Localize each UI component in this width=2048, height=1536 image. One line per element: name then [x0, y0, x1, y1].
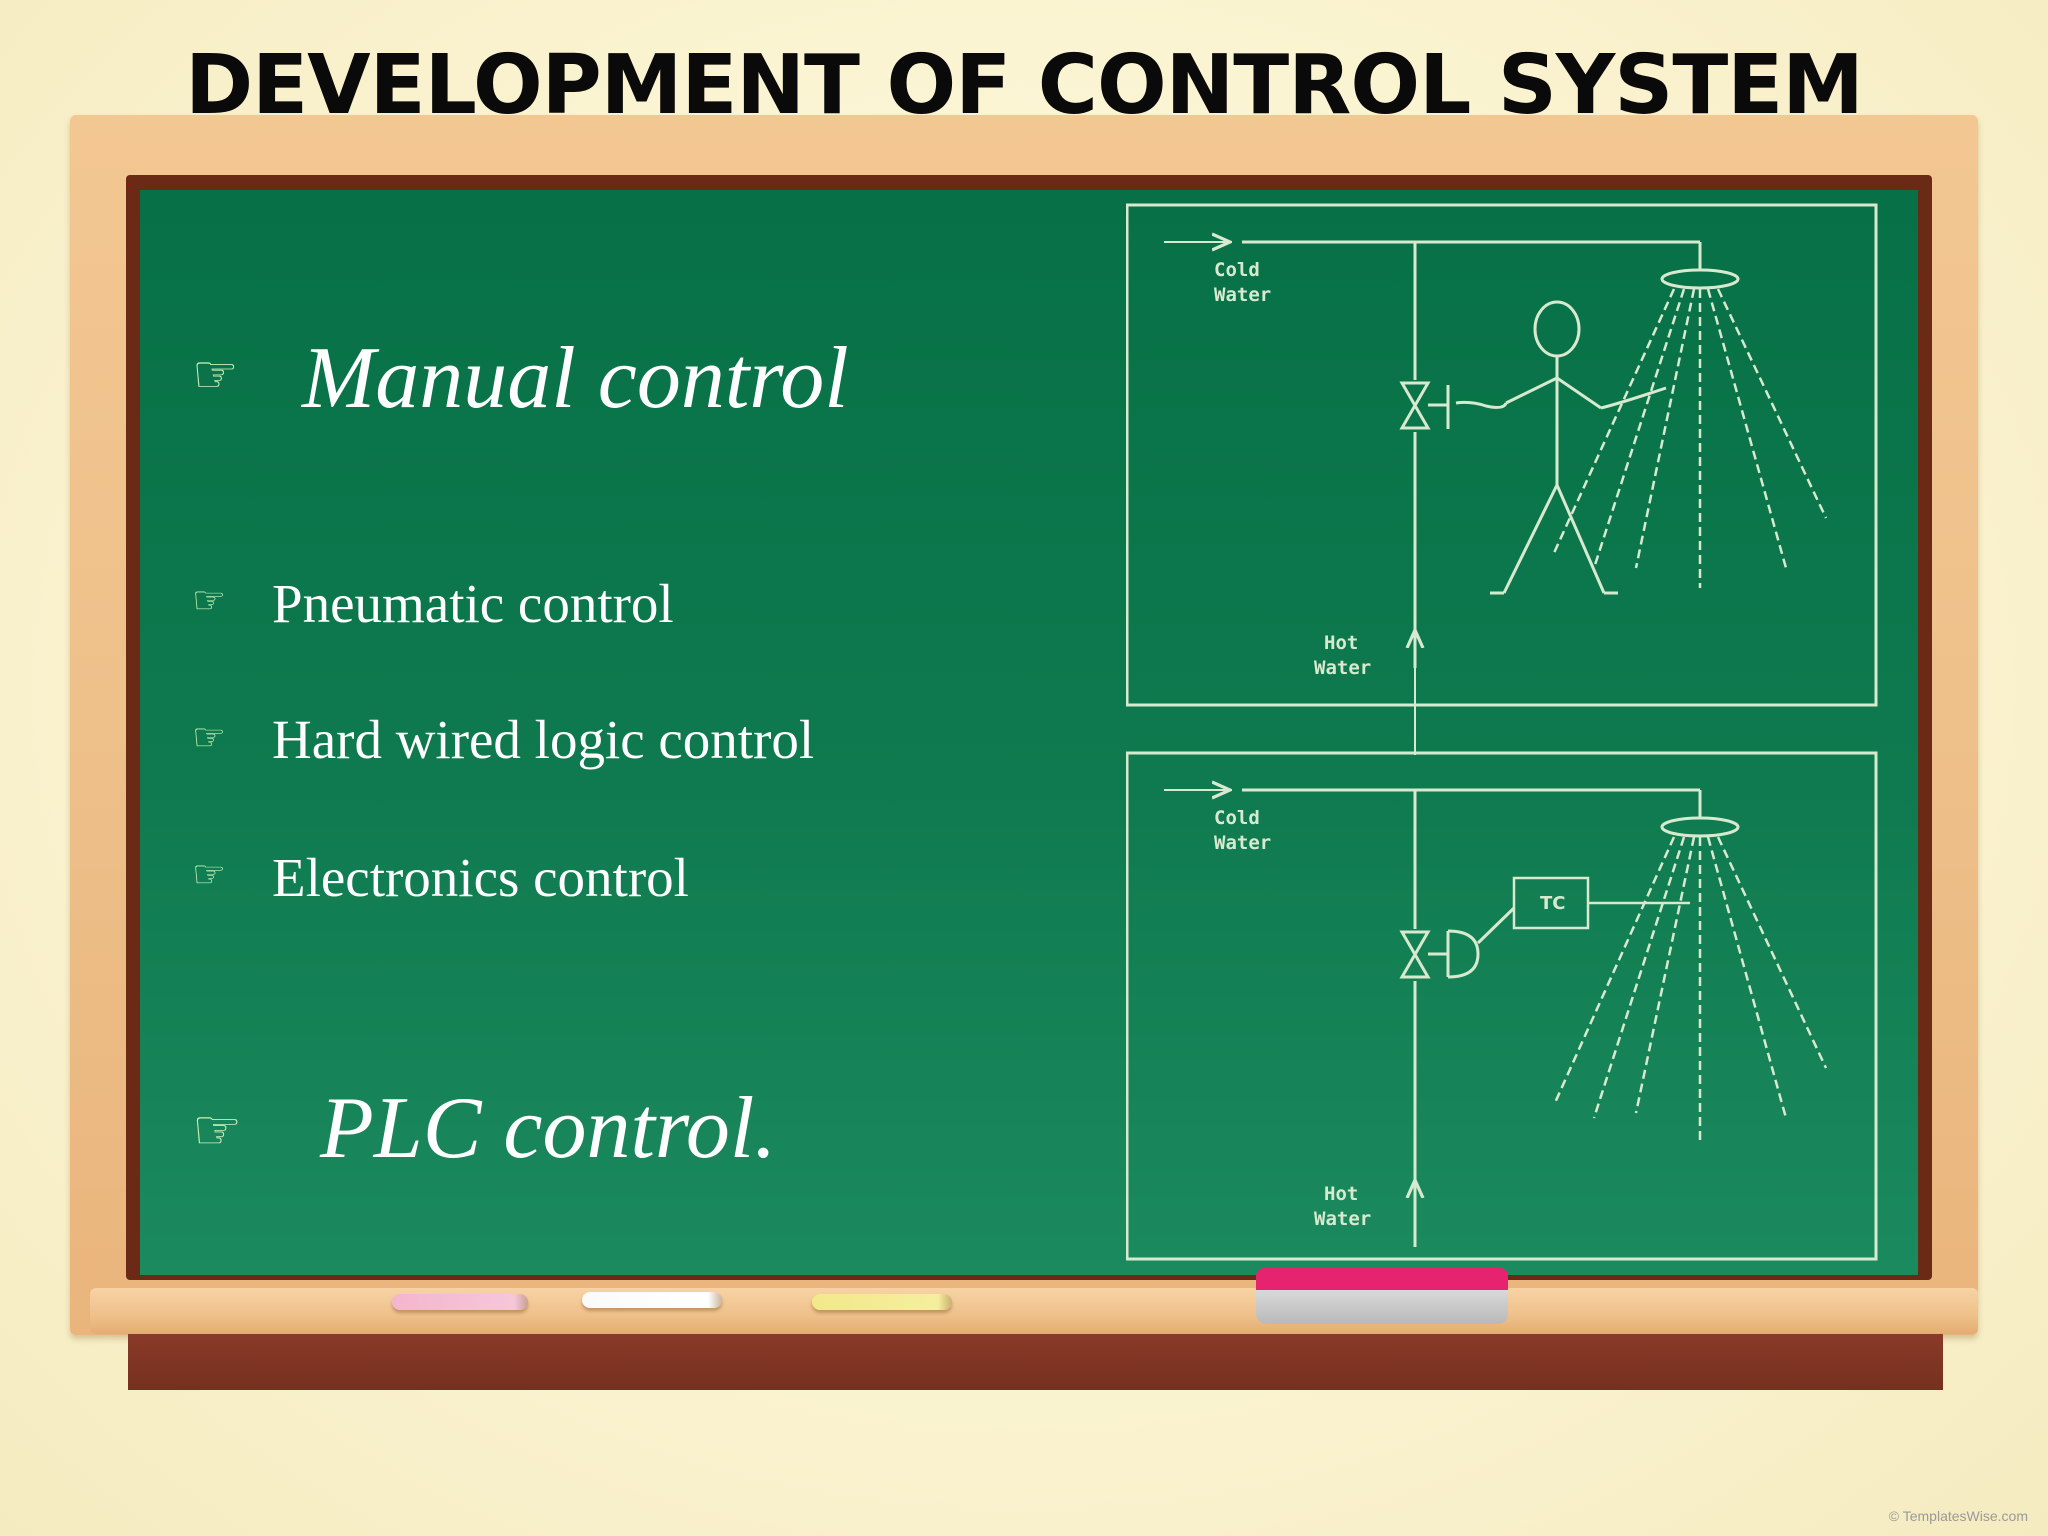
cold-water-label: Water: [1214, 832, 1271, 854]
cold-water-label: Cold: [1214, 259, 1260, 281]
hot-water-label: Water: [1314, 1208, 1371, 1230]
list-item-plc-control: PLC control.: [320, 1080, 777, 1177]
white-chalk: [582, 1292, 722, 1308]
manual-control-diagram: [1126, 203, 1878, 755]
list-item-electronics-control: Electronics control: [272, 847, 689, 908]
eraser: [1256, 1290, 1508, 1324]
hot-water-label: Water: [1314, 657, 1371, 679]
pointing-hand-icon: ☞: [192, 715, 227, 759]
hot-water-label: Hot: [1324, 1183, 1358, 1205]
pointing-hand-icon: ☞: [192, 578, 227, 622]
chalkboard: [140, 190, 1918, 1275]
chalk-ledge-base: [128, 1334, 1943, 1390]
pointing-hand-icon: ☞: [192, 1098, 243, 1163]
pink-chalk: [392, 1294, 528, 1310]
copyright-notice: © TemplatesWise.com: [1888, 1508, 2028, 1524]
pointing-hand-icon: ☞: [192, 345, 239, 405]
list-item-pneumatic-control: Pneumatic control: [272, 573, 674, 634]
temperature-controller-label: TC: [1540, 893, 1566, 914]
cold-water-label: Cold: [1214, 807, 1260, 829]
hot-water-label: Hot: [1324, 632, 1358, 654]
pointing-hand-icon: ☞: [192, 852, 227, 896]
list-item-hard-wired-logic-control: Hard wired logic control: [272, 709, 815, 770]
diagram-panel-border: [1126, 203, 1878, 707]
automatic-control-diagram: [1126, 751, 1878, 1261]
diagram-panel-border: [1126, 751, 1878, 1261]
cold-water-label: Water: [1214, 284, 1271, 306]
yellow-chalk: [812, 1294, 952, 1310]
list-item-manual-control: Manual control: [302, 330, 849, 427]
shower-control-diagrams: Cold Water Hot Water: [1126, 203, 1878, 1261]
chalk-ledge: [90, 1288, 1978, 1334]
